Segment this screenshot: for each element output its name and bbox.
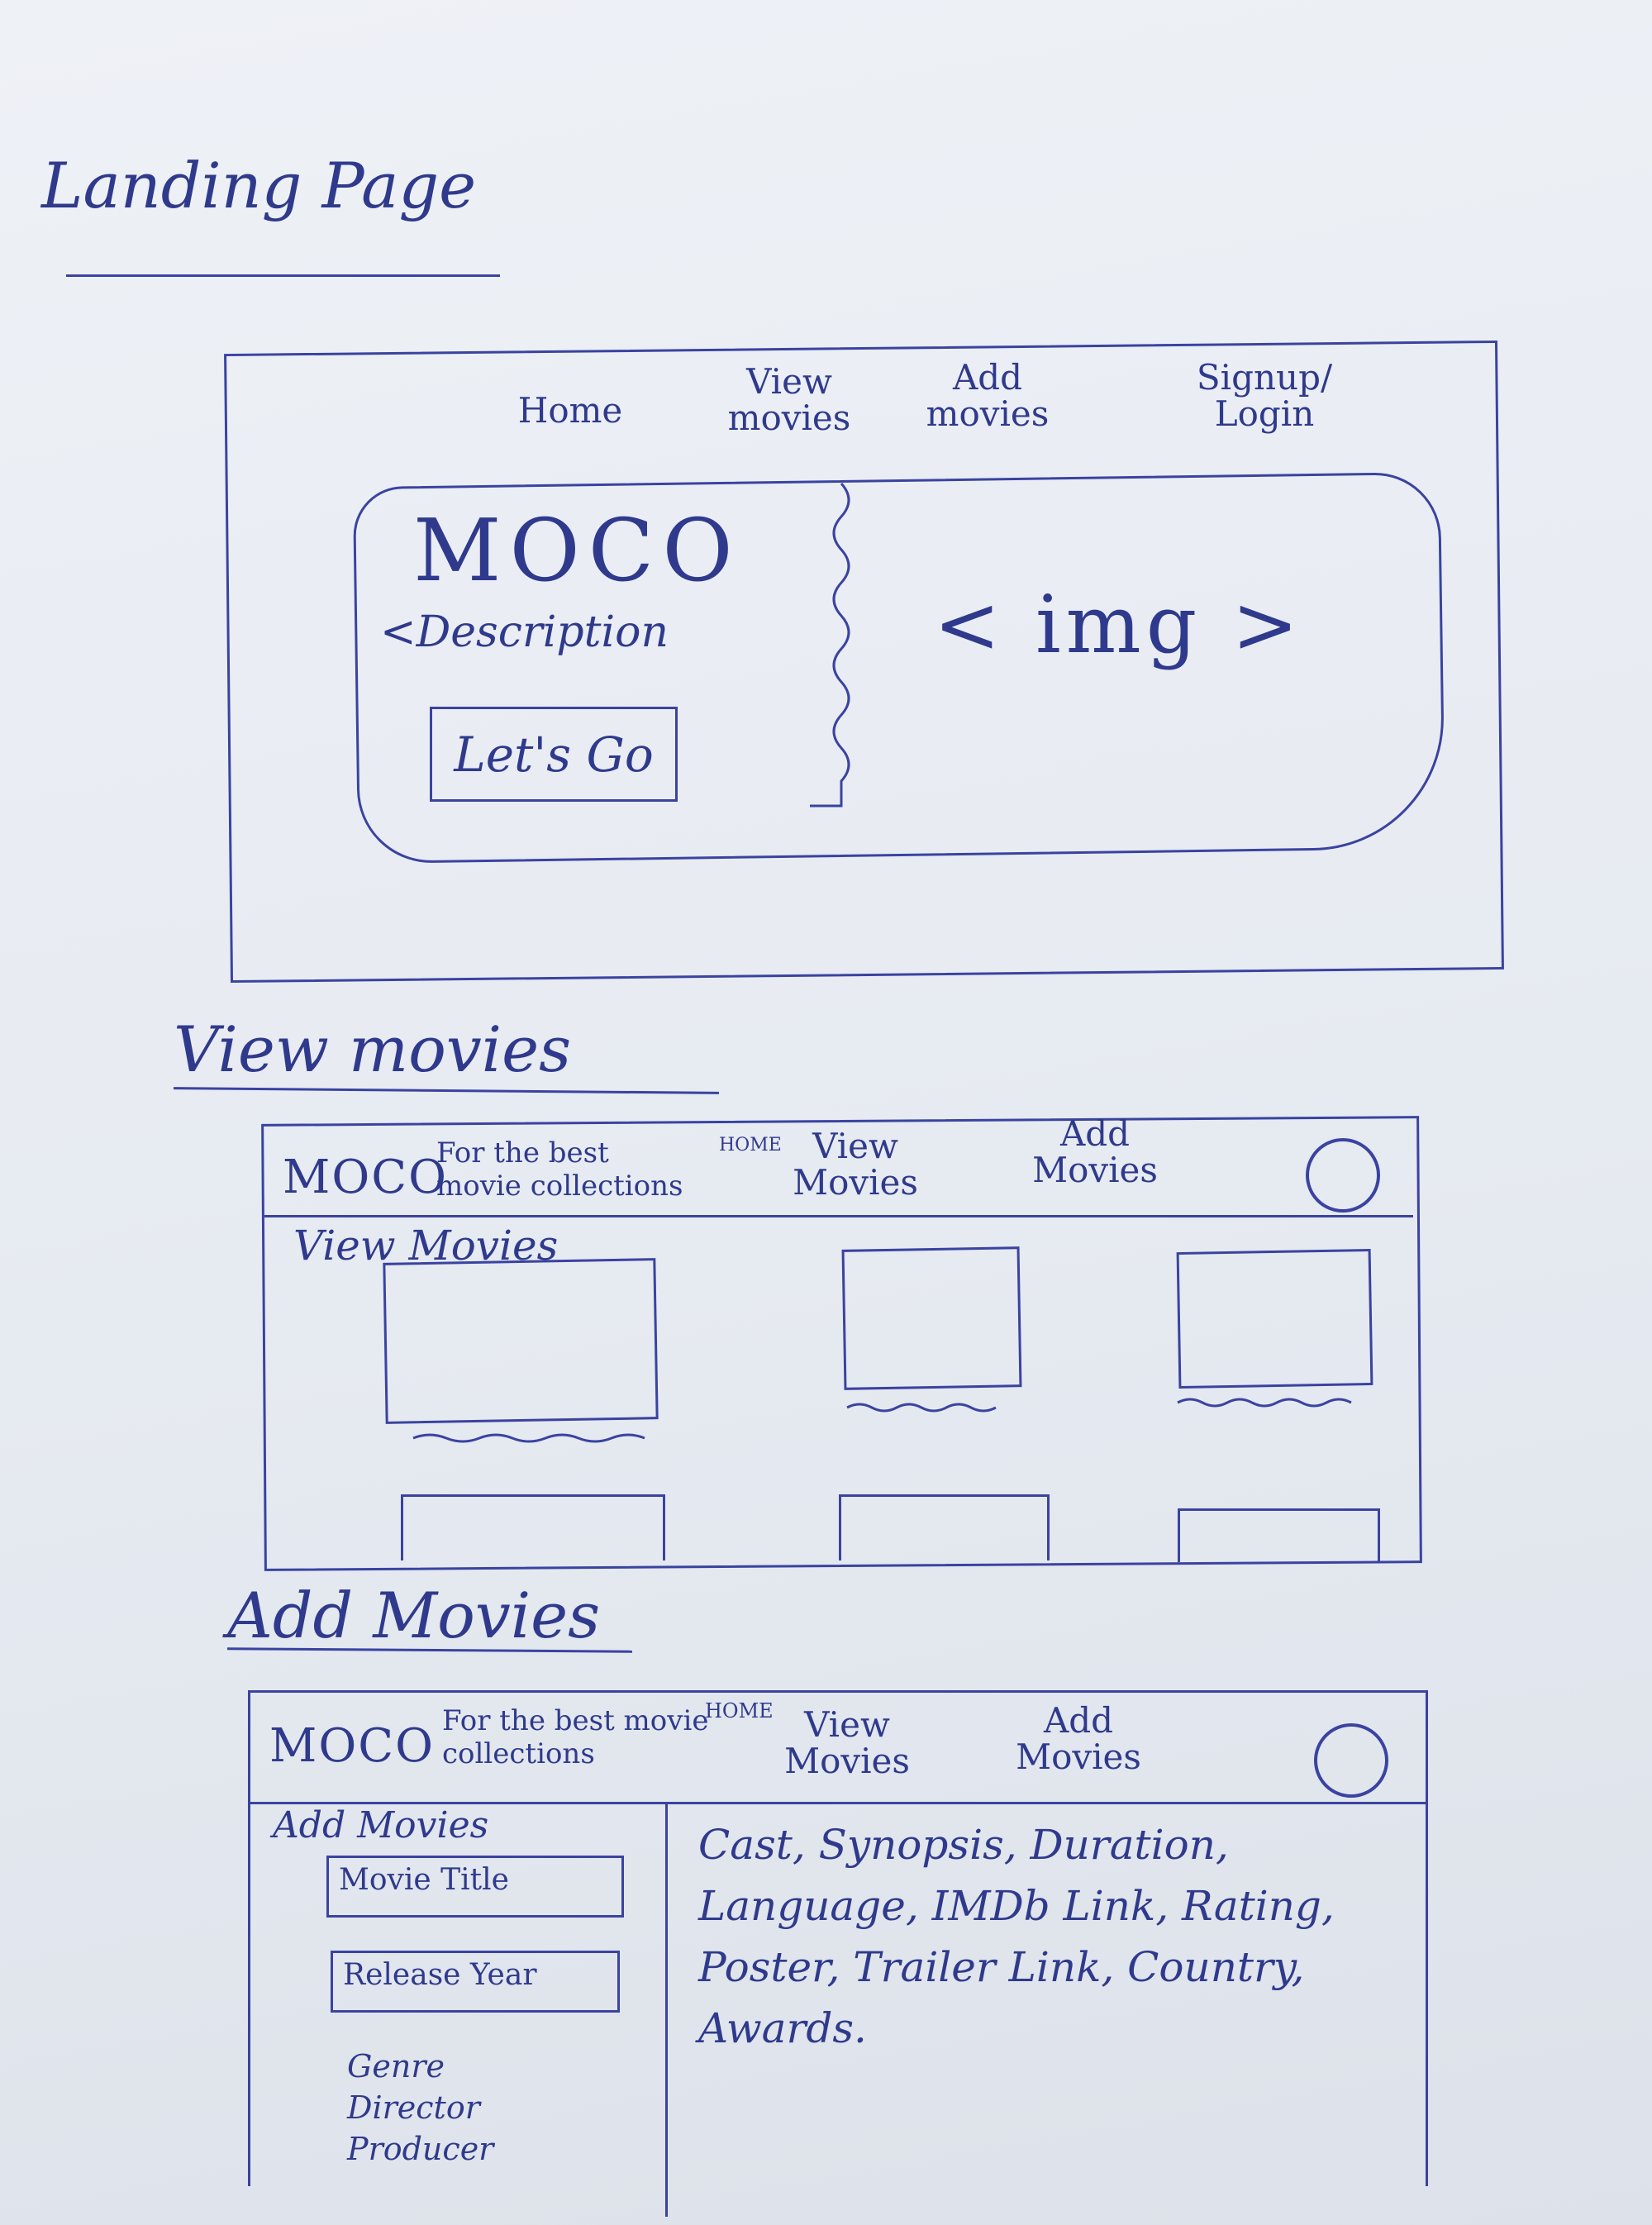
view-profile-avatar[interactable] [1306,1138,1380,1213]
lets-go-button[interactable]: Let's Go [430,707,678,802]
movie-card-caption [1177,1398,1352,1408]
landing-nav-view[interactable]: View movies [727,361,851,438]
view-tagline: For the best movie collections [436,1136,683,1203]
add-profile-avatar[interactable] [1314,1723,1388,1798]
movie-card-poster[interactable] [1176,1248,1373,1389]
add-heading: Add Movies [227,1579,601,1652]
add-logo[interactable]: MOCO [269,1719,436,1773]
movie-card-poster[interactable] [839,1494,1050,1560]
view-nav-home[interactable]: HOME [719,1136,782,1155]
view-heading: View movies [174,1012,572,1086]
view-header-divider [264,1215,1413,1217]
movie-title-field[interactable]: Movie Title [326,1856,624,1918]
landing-nav-home[interactable]: Home [517,390,623,431]
add-notes: Cast, Synopsis, Duration, Language, IMDb… [698,1821,1335,2052]
movie-card-poster[interactable] [383,1258,659,1424]
movie-card-poster[interactable] [841,1246,1022,1390]
genre-label[interactable]: Genre [347,2048,445,2084]
add-column-divider [665,1803,668,2217]
add-tagline: For the best movie collections [442,1704,709,1770]
add-header-divider [250,1802,1426,1804]
landing-nav-add[interactable]: Add movies [926,357,1050,434]
landing-heading: Landing Page [41,149,477,222]
add-nav-view[interactable]: View Movies [784,1704,910,1781]
add-nav-home[interactable]: HOME [705,1701,774,1721]
add-section-title: Add Movies [273,1804,489,1846]
view-nav-add[interactable]: Add Movies [1032,1113,1158,1190]
landing-nav-signup[interactable]: Signup/ Login [1196,357,1333,434]
extra-fields-list: Genre Director Producer [347,2046,493,2170]
movie-card-poster[interactable] [1178,1508,1380,1562]
view-nav-view[interactable]: View Movies [793,1126,918,1203]
producer-label[interactable]: Producer [347,2131,494,2167]
hero-image-placeholder: < img > [934,579,1304,671]
movie-card-caption [846,1403,997,1413]
landing-heading-underline [66,274,500,277]
hero-description: <Description [380,607,669,657]
movie-card-caption [412,1433,645,1443]
view-section-title: View Movies [293,1222,559,1270]
add-frame [248,1690,1428,2186]
movie-card-poster[interactable] [401,1494,665,1560]
hero-title: MOCO [413,500,741,601]
add-nav-add[interactable]: Add Movies [1016,1700,1141,1777]
hero-divider-squiggle [810,482,850,808]
director-label[interactable]: Director [347,2089,480,2126]
release-year-field[interactable]: Release Year [331,1951,620,2013]
view-logo[interactable]: MOCO [283,1151,449,1204]
